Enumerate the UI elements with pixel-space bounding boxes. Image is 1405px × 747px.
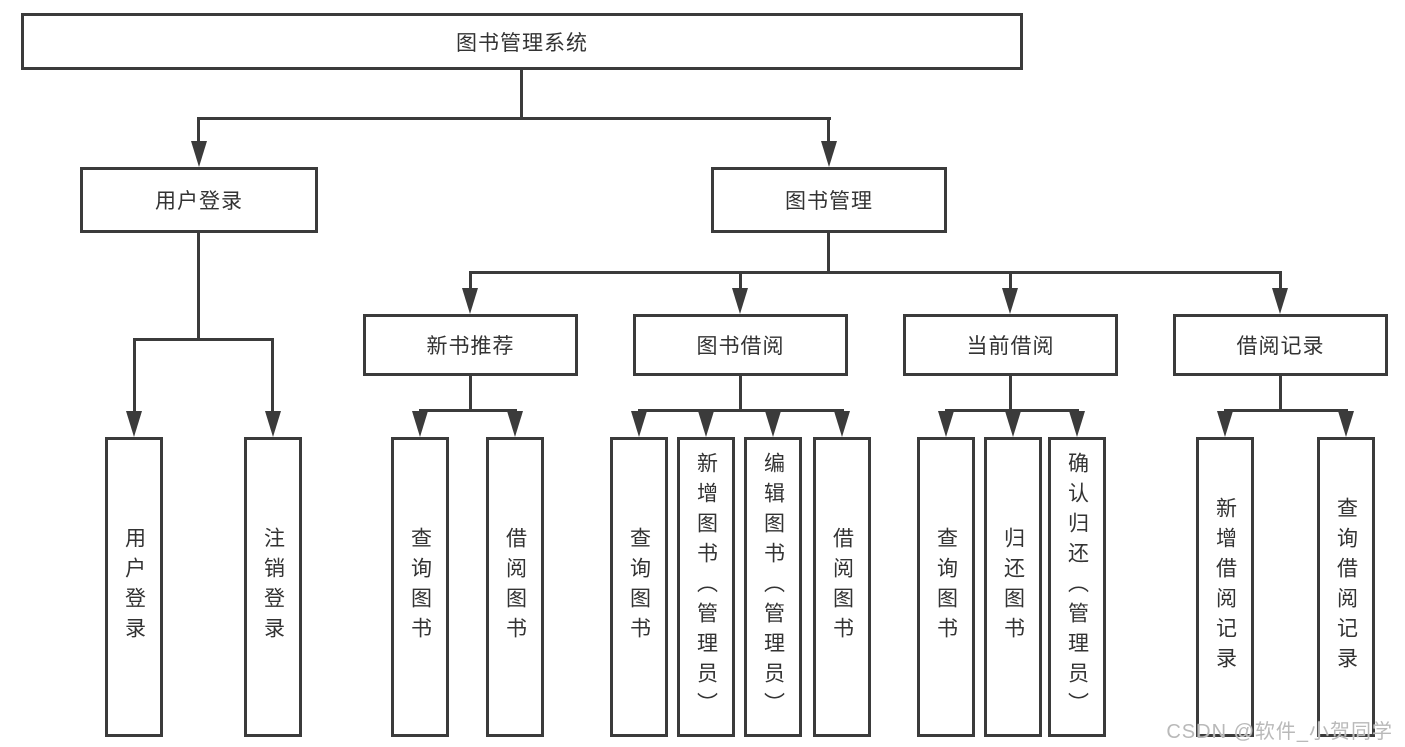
node-leaf-bb-borrow-book-label: 借阅图书 (830, 527, 854, 647)
connector-line (1009, 376, 1012, 412)
node-leaf-logout: 注销登录 (244, 437, 302, 737)
node-borrow-record: 借阅记录 (1173, 314, 1388, 376)
connector-line (739, 376, 742, 412)
arrow-down-icon (698, 411, 714, 437)
connector-line (827, 117, 830, 145)
node-root: 图书管理系统 (21, 13, 1023, 70)
arrow-down-icon (1005, 411, 1021, 437)
connector-line (469, 271, 472, 290)
node-leaf-bb-add-book: 新增图书（管理员） (677, 437, 735, 737)
node-leaf-cb-query-book: 查询图书 (917, 437, 975, 737)
connector-line (827, 233, 830, 273)
arrow-down-icon (412, 411, 428, 437)
connector-line (469, 271, 1282, 274)
arrow-down-icon (1002, 288, 1018, 314)
connector-line (1279, 271, 1282, 290)
arrow-down-icon (765, 411, 781, 437)
node-new-book-recommend-label: 新书推荐 (426, 335, 515, 358)
arrow-down-icon (1069, 411, 1085, 437)
node-book-management: 图书管理 (711, 167, 947, 233)
node-root-label: 图书管理系统 (456, 31, 588, 55)
node-leaf-bb-query-book: 查询图书 (610, 437, 668, 737)
connector-line (419, 409, 517, 412)
node-leaf-bb-borrow-book: 借阅图书 (813, 437, 871, 737)
arrow-down-icon (265, 411, 281, 437)
watermark-text: CSDN @软件_小贺同学 (1166, 721, 1393, 743)
connector-line (133, 338, 136, 414)
connector-line (945, 409, 1079, 412)
arrow-down-icon (1272, 288, 1288, 314)
arrow-down-icon (507, 411, 523, 437)
node-user-login-label: 用户登录 (155, 190, 243, 213)
connector-line (133, 338, 274, 341)
node-leaf-nb-query-book-label: 查询图书 (408, 527, 432, 647)
arrow-down-icon (1217, 411, 1233, 437)
arrow-down-icon (1338, 411, 1354, 437)
connector-line (1009, 271, 1012, 290)
node-borrow-record-label: 借阅记录 (1236, 335, 1325, 358)
arrow-down-icon (191, 141, 207, 167)
arrow-down-icon (631, 411, 647, 437)
node-new-book-recommend: 新书推荐 (363, 314, 578, 376)
connector-line (469, 376, 472, 412)
node-leaf-cb-confirm-return-label: 确认归还（管理员） (1065, 452, 1089, 722)
node-book-borrow: 图书借阅 (633, 314, 848, 376)
node-book-borrow-label: 图书借阅 (696, 335, 785, 358)
node-current-borrow-label: 当前借阅 (966, 335, 1055, 358)
arrow-down-icon (732, 288, 748, 314)
connector-line (198, 117, 831, 120)
node-leaf-br-add-record-label: 新增借阅记录 (1213, 497, 1237, 677)
node-leaf-nb-query-book: 查询图书 (391, 437, 449, 737)
arrow-down-icon (821, 141, 837, 167)
connector-line (271, 338, 274, 414)
connector-line (197, 233, 200, 341)
arrow-down-icon (126, 411, 142, 437)
node-user-login: 用户登录 (80, 167, 318, 233)
arrow-down-icon (834, 411, 850, 437)
node-leaf-br-query-record: 查询借阅记录 (1317, 437, 1375, 737)
node-current-borrow: 当前借阅 (903, 314, 1118, 376)
arrow-down-icon (462, 288, 478, 314)
node-leaf-br-add-record: 新增借阅记录 (1196, 437, 1254, 737)
node-leaf-bb-edit-book: 编辑图书（管理员） (744, 437, 802, 737)
node-leaf-cb-return-book: 归还图书 (984, 437, 1042, 737)
node-leaf-cb-return-book-label: 归还图书 (1001, 527, 1025, 647)
node-leaf-bb-query-book-label: 查询图书 (627, 527, 651, 647)
connector-line (739, 271, 742, 290)
node-leaf-bb-edit-book-label: 编辑图书（管理员） (761, 452, 785, 722)
node-leaf-user-login: 用户登录 (105, 437, 163, 737)
node-leaf-nb-borrow-book: 借阅图书 (486, 437, 544, 737)
connector-line (197, 117, 200, 145)
node-leaf-nb-borrow-book-label: 借阅图书 (503, 527, 527, 647)
connector-line (520, 70, 523, 118)
node-book-management-label: 图书管理 (785, 190, 873, 213)
connector-line (638, 409, 844, 412)
node-leaf-cb-query-book-label: 查询图书 (934, 527, 958, 647)
connector-line (1224, 409, 1348, 412)
node-leaf-logout-label: 注销登录 (261, 527, 285, 647)
node-leaf-cb-confirm-return: 确认归还（管理员） (1048, 437, 1106, 737)
connector-line (1279, 376, 1282, 412)
node-leaf-user-login-label: 用户登录 (122, 527, 146, 647)
arrow-down-icon (938, 411, 954, 437)
node-leaf-bb-add-book-label: 新增图书（管理员） (694, 452, 718, 722)
node-leaf-br-query-record-label: 查询借阅记录 (1334, 497, 1358, 677)
